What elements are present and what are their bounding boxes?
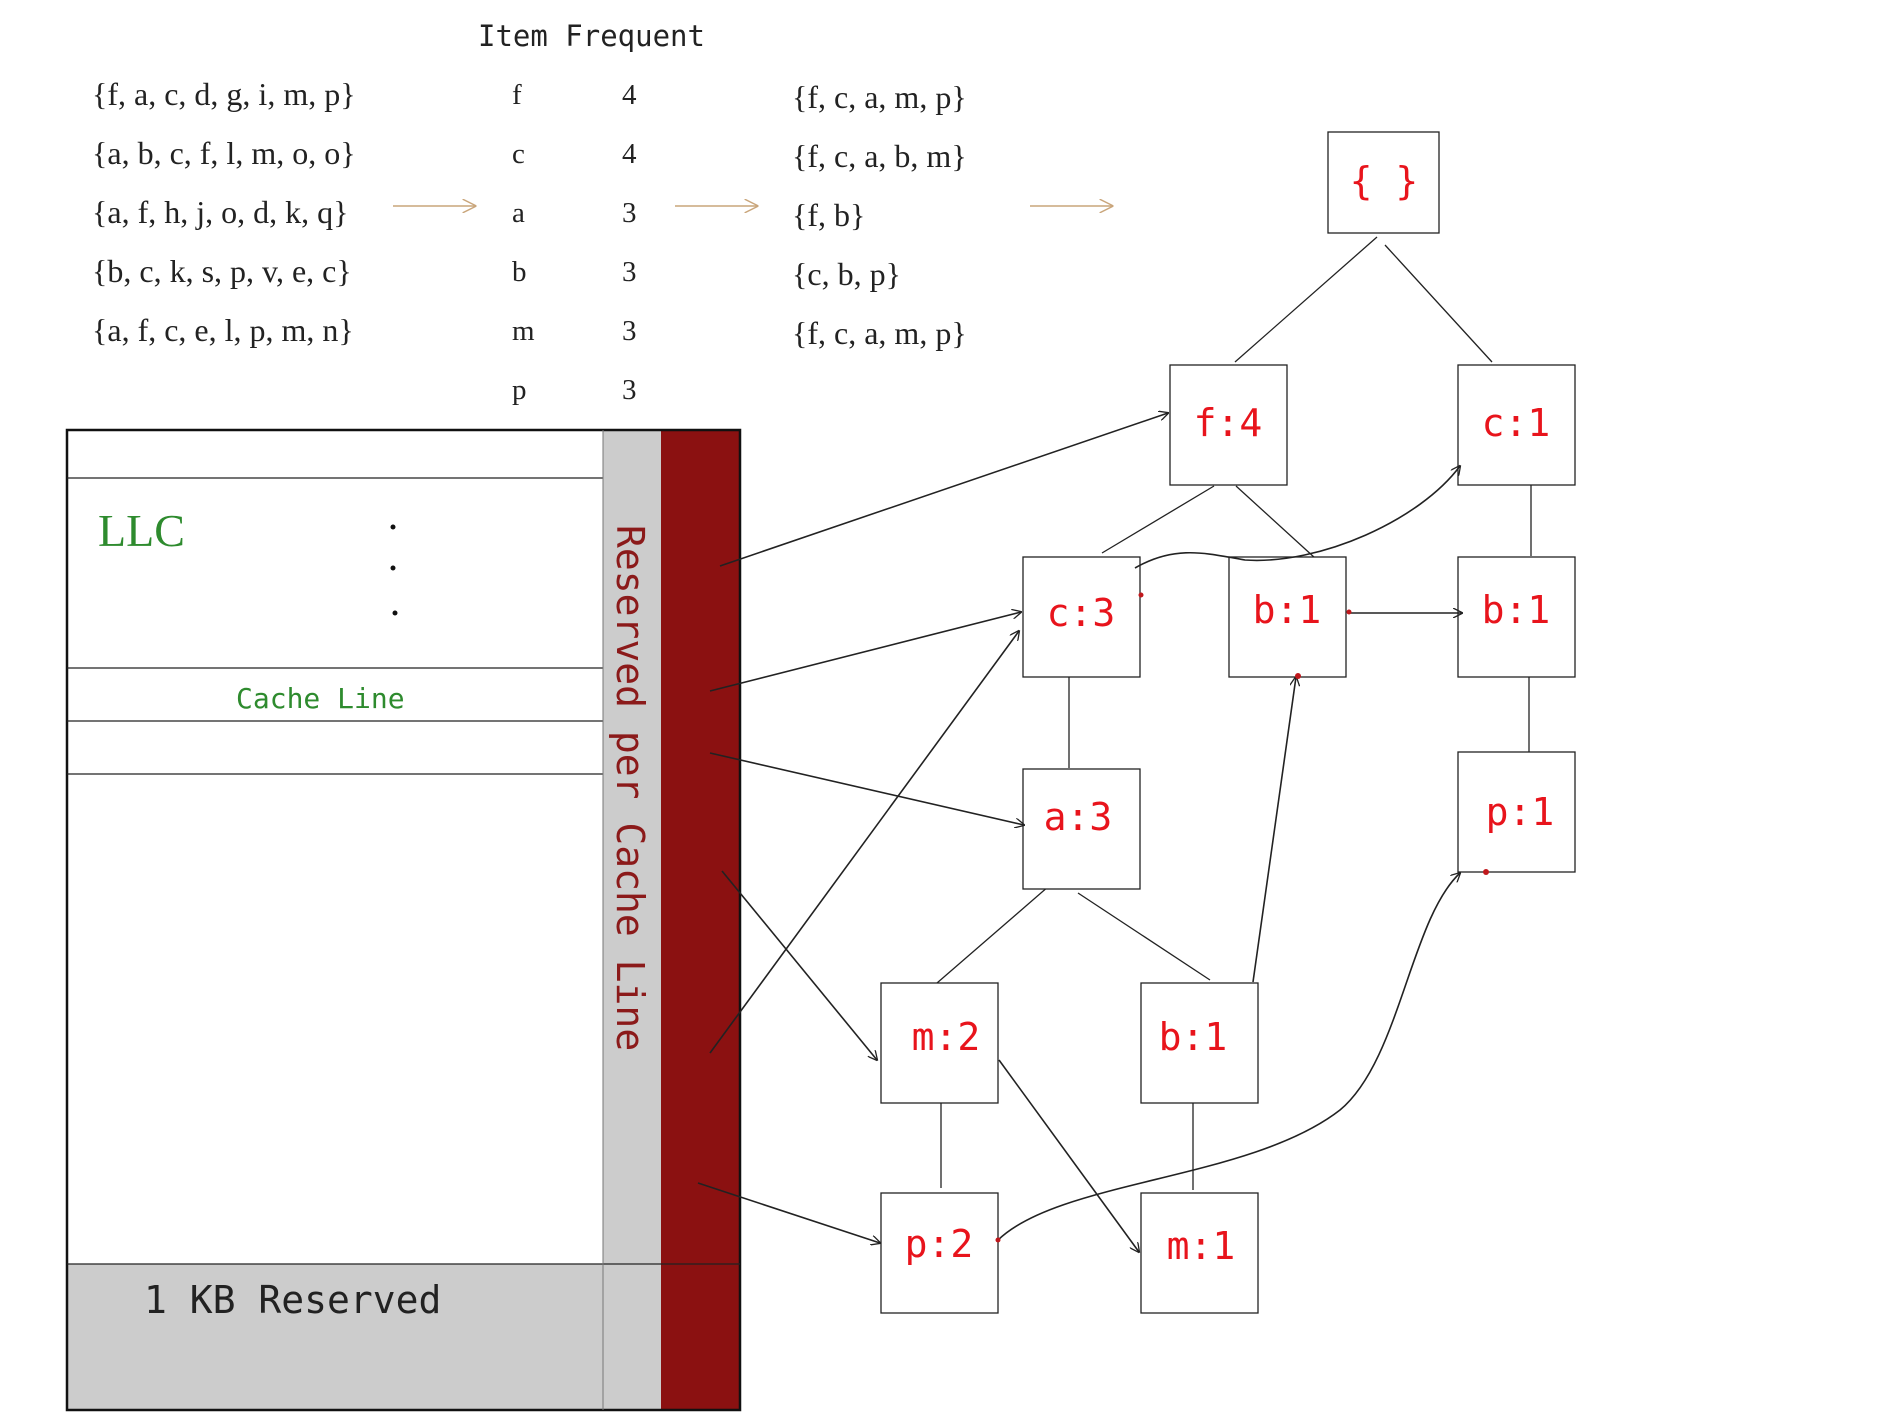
tree-node-p2[interactable] <box>880 1192 999 1314</box>
reserved-block-label: 1 KB Reserved <box>144 1278 441 1322</box>
transaction-row: {a, f, c, e, l, p, m, n} <box>92 312 354 348</box>
pointer-arrow <box>697 1182 880 1243</box>
tree-node-m2[interactable] <box>880 982 999 1104</box>
tree-node-label: m:1 <box>1167 1224 1236 1268</box>
frequency-item: m <box>512 315 535 347</box>
pointer-arrow <box>721 870 877 1060</box>
ordered-transaction-row: {f, c, a, m, p} <box>792 79 967 115</box>
reserved-per-line-label: Reserved per Cache Line <box>608 525 652 1051</box>
tree-node-root[interactable] <box>1327 131 1440 234</box>
transaction-row: {b, c, k, s, p, v, e, c} <box>92 253 352 289</box>
tree-node-label: m:2 <box>912 1015 981 1059</box>
tree-node-label: b:1 <box>1253 588 1322 632</box>
tree-node-b1-right[interactable] <box>1457 556 1576 678</box>
tree-node-c3[interactable] <box>1022 556 1141 678</box>
ordered-transaction-row: {f, c, a, m, p} <box>792 315 967 351</box>
ellipsis-dot <box>392 610 398 616</box>
tree-node-label: p:2 <box>905 1222 974 1266</box>
llc-reserved-bar <box>661 430 740 1410</box>
node-link-arrow <box>998 1059 1139 1252</box>
red-mark <box>1138 592 1144 598</box>
red-marks <box>995 592 1489 1243</box>
tree-node-b1-low[interactable] <box>1140 982 1259 1104</box>
frequency-item: c <box>512 138 525 170</box>
tree-node-label: b:1 <box>1159 1015 1228 1059</box>
ordered-transaction-row: {f, b} <box>792 197 865 233</box>
red-mark <box>1483 869 1489 875</box>
tree-node-f4[interactable] <box>1169 364 1288 486</box>
tree-node-a3[interactable] <box>1022 768 1141 890</box>
tree-edge <box>1077 892 1211 981</box>
tree-edge <box>936 885 1050 984</box>
llc-title: LLC <box>98 505 185 556</box>
tree-node-c1-top[interactable] <box>1457 364 1576 486</box>
red-mark <box>995 1237 1001 1243</box>
frequency-table-header: Item Frequent <box>478 19 705 53</box>
ellipsis-dot <box>390 524 396 530</box>
node-link-arrow <box>997 873 1460 1241</box>
tree-node-label: b:1 <box>1482 588 1551 632</box>
frequency-item: f <box>512 79 522 111</box>
tree-edge <box>1101 485 1215 554</box>
ellipsis-dot <box>390 565 396 571</box>
tree-node-p1-right[interactable] <box>1457 751 1576 873</box>
tree-node-label: a:3 <box>1044 795 1113 839</box>
transactions-list: {f, a, c, d, g, i, m, p} {a, b, c, f, l,… <box>92 76 356 348</box>
tree-edge <box>1234 236 1378 363</box>
tree-edge <box>1235 485 1316 559</box>
red-mark <box>1295 673 1301 679</box>
frequency-item: b <box>512 256 527 288</box>
llc-outline <box>65 428 742 1412</box>
frequency-count: 3 <box>622 374 637 406</box>
frequency-count: 4 <box>622 138 637 170</box>
frequency-item: p <box>512 374 527 406</box>
tree-node-b1-mid[interactable] <box>1228 556 1347 678</box>
tree-edges <box>936 236 1532 1190</box>
tree-node-root-label: { } <box>1350 159 1419 203</box>
tree-node-m1[interactable] <box>1140 1192 1259 1314</box>
ordered-transaction-row: {c, b, p} <box>792 256 901 292</box>
pointer-arrow <box>709 631 1019 1054</box>
transaction-row: {a, f, h, j, o, d, k, q} <box>92 194 348 230</box>
frequency-count: 4 <box>622 79 637 111</box>
tree-node-label: c:1 <box>1482 401 1551 445</box>
pointer-arrow <box>709 612 1021 692</box>
node-link-arrow <box>1134 466 1460 569</box>
ordered-transactions-list: {f, c, a, m, p} {f, c, a, b, m} {f, b} {… <box>792 79 967 351</box>
pointer-arrows <box>697 413 1462 1252</box>
frequency-count: 3 <box>622 256 637 288</box>
red-mark <box>1346 609 1352 615</box>
frequency-count: 3 <box>622 197 637 229</box>
transaction-row: {f, a, c, d, g, i, m, p} <box>92 76 356 112</box>
frequency-table: Item Frequent f 4 c 4 a 3 b 3 m 3 p 3 <box>478 19 705 406</box>
llc-reserved-column <box>603 430 661 1410</box>
tree-nodes: { } f:4 c:1 c:3 b:1 b:1 p:1 a:3 m:2 b:1 … <box>880 131 1576 1314</box>
tree-edge <box>1384 244 1493 363</box>
pointer-arrow <box>719 413 1168 567</box>
frequency-item: a <box>512 197 525 229</box>
tree-node-label: c:3 <box>1047 591 1116 635</box>
llc-reserved-bottom <box>67 1264 603 1410</box>
ordered-transaction-row: {f, c, a, b, m} <box>792 138 967 174</box>
pointer-arrow <box>709 752 1024 825</box>
tree-node-label: p:1 <box>1486 790 1555 834</box>
cache-line-label: Cache Line <box>236 682 405 715</box>
transaction-row: {a, b, c, f, l, m, o, o} <box>92 135 356 171</box>
node-link-arrow <box>1252 677 1296 983</box>
tree-node-label: f:4 <box>1194 401 1263 445</box>
llc-block: LLC Cache Line Reserved per Cache Line 1… <box>65 428 742 1412</box>
frequency-count: 3 <box>622 315 637 347</box>
